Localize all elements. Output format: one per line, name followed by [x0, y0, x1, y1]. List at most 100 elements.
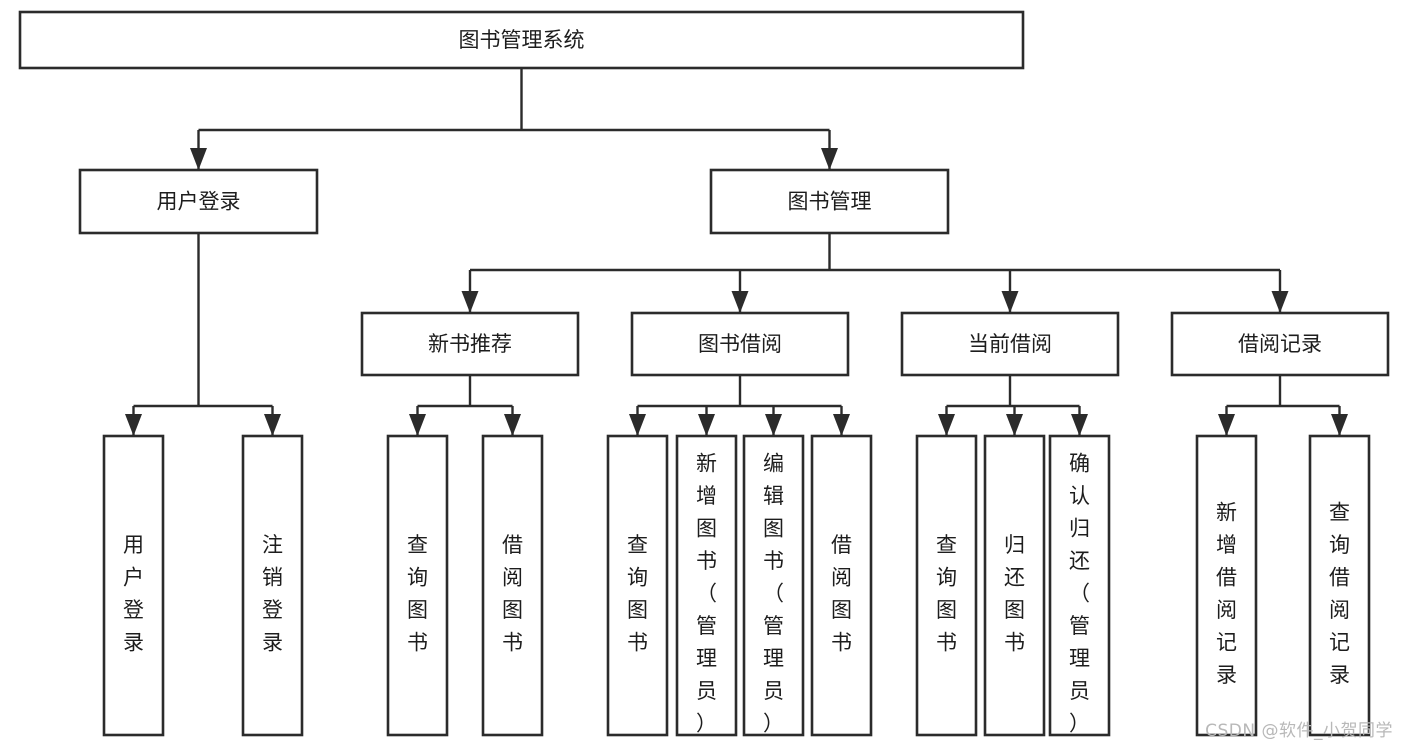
node-label-glyph: ） — [763, 712, 784, 736]
node-label: 用户登录 — [157, 190, 241, 214]
node-label-glyph: ） — [1069, 712, 1090, 736]
node-label-glyph: 阅 — [1329, 598, 1350, 622]
node-label-glyph: 询 — [1329, 533, 1350, 557]
node-label-glyph: 员 — [763, 679, 784, 703]
node-label-glyph: 销 — [262, 565, 283, 589]
node-label-glyph: 新 — [696, 452, 717, 476]
node-box[interactable] — [630, 311, 850, 377]
node-label-glyph: 注 — [262, 533, 283, 557]
node-label-glyph: 书 — [502, 630, 523, 654]
node-label-glyph: 查 — [407, 533, 428, 557]
node-box[interactable] — [78, 168, 319, 235]
node-box[interactable] — [102, 434, 165, 737]
arrow-head-icon — [629, 414, 646, 436]
arrow-head-icon — [1331, 414, 1348, 436]
arrow-head-icon — [1001, 291, 1019, 313]
node-layer: 图书管理系统用户登录图书管理用户登录注销登录新书推荐查询图书借阅图书图书借阅查询… — [18, 10, 1390, 737]
node-label-glyph: 员 — [696, 679, 717, 703]
node-box[interactable] — [742, 434, 805, 737]
node-box[interactable] — [709, 168, 950, 235]
node-leaf[interactable]: 查询图书 — [386, 434, 449, 737]
node-box[interactable] — [1048, 434, 1111, 737]
node-label: 查询图书 — [407, 533, 428, 655]
node-label-glyph: 询 — [627, 565, 648, 589]
node-root-system[interactable]: 图书管理系统 — [18, 10, 1025, 70]
node-label: 借阅图书 — [502, 533, 523, 655]
node-label-glyph: 图 — [407, 598, 428, 622]
node-level2[interactable]: 用户登录 — [78, 168, 319, 235]
node-label-glyph: ） — [696, 712, 717, 736]
node-label-glyph: 查 — [936, 533, 957, 557]
node-label-glyph: 阅 — [831, 565, 852, 589]
arrow-head-icon — [821, 148, 838, 170]
node-level3[interactable]: 当前借阅 — [900, 311, 1120, 377]
node-label: 借阅记录 — [1238, 332, 1322, 356]
node-box[interactable] — [1195, 434, 1258, 737]
node-level2[interactable]: 图书管理 — [709, 168, 950, 235]
node-box[interactable] — [900, 311, 1120, 377]
node-label-glyph: 登 — [123, 598, 144, 622]
arrow-head-icon — [1006, 414, 1023, 436]
node-leaf[interactable]: 查询图书 — [915, 434, 978, 737]
node-leaf[interactable]: 编辑图书（管理员） — [742, 434, 805, 737]
node-leaf[interactable]: 注销登录 — [241, 434, 304, 737]
node-label-glyph: 记 — [1329, 630, 1350, 654]
node-box[interactable] — [241, 434, 304, 737]
node-level3[interactable]: 图书借阅 — [630, 311, 850, 377]
node-label-glyph: （ — [1069, 582, 1090, 606]
node-label: 图书管理系统 — [459, 28, 585, 52]
node-label-glyph: 辑 — [763, 484, 784, 508]
node-label-glyph: 录 — [1216, 663, 1237, 687]
node-box[interactable] — [360, 311, 580, 377]
node-label-glyph: 借 — [1216, 565, 1237, 589]
node-label-glyph: 录 — [262, 630, 283, 654]
arrow-head-icon — [1271, 291, 1289, 313]
node-label-glyph: 管 — [763, 614, 784, 638]
node-leaf[interactable]: 查询借阅记录 — [1308, 434, 1371, 737]
node-leaf[interactable]: 借阅图书 — [810, 434, 873, 737]
node-label-glyph: 图 — [696, 517, 717, 541]
node-box[interactable] — [915, 434, 978, 737]
node-box[interactable] — [606, 434, 669, 737]
node-label-glyph: 归 — [1004, 533, 1025, 557]
node-box[interactable] — [1308, 434, 1371, 737]
node-label-glyph: 户 — [123, 565, 144, 589]
node-leaf[interactable]: 查询图书 — [606, 434, 669, 737]
node-label-glyph: 理 — [1069, 647, 1090, 671]
node-label-glyph: 书 — [831, 630, 852, 654]
node-label-glyph: 图 — [936, 598, 957, 622]
node-box[interactable] — [675, 434, 738, 737]
node-box[interactable] — [983, 434, 1046, 737]
node-label-glyph: 借 — [831, 533, 852, 557]
node-label-glyph: （ — [763, 582, 784, 606]
node-label-glyph: 登 — [262, 598, 283, 622]
node-label-glyph: 增 — [696, 484, 717, 508]
node-leaf[interactable]: 新增借阅记录 — [1195, 434, 1258, 737]
node-box[interactable] — [481, 434, 544, 737]
node-leaf[interactable]: 确认归还（管理员） — [1048, 434, 1111, 737]
node-label-glyph: 询 — [407, 565, 428, 589]
arrow-head-icon — [409, 414, 426, 436]
node-label-glyph: 书 — [936, 630, 957, 654]
node-leaf[interactable]: 借阅图书 — [481, 434, 544, 737]
node-label-glyph: 录 — [1329, 663, 1350, 687]
node-leaf[interactable]: 用户登录 — [102, 434, 165, 737]
node-box[interactable] — [18, 10, 1025, 70]
node-label-glyph: 还 — [1004, 565, 1025, 589]
node-label-glyph: 还 — [1069, 549, 1090, 573]
node-label-glyph: 理 — [763, 647, 784, 671]
node-label-glyph: 新 — [1216, 500, 1237, 524]
node-label: 新增图书（管理员） — [696, 452, 717, 736]
node-level3[interactable]: 新书推荐 — [360, 311, 580, 377]
node-label-glyph: 阅 — [1216, 598, 1237, 622]
node-box[interactable] — [1170, 311, 1390, 377]
node-box[interactable] — [810, 434, 873, 737]
node-label-glyph: 查 — [627, 533, 648, 557]
node-level3[interactable]: 借阅记录 — [1170, 311, 1390, 377]
node-label-glyph: 询 — [936, 565, 957, 589]
node-leaf[interactable]: 归还图书 — [983, 434, 1046, 737]
node-label-glyph: 图 — [763, 517, 784, 541]
node-leaf[interactable]: 新增图书（管理员） — [675, 434, 738, 737]
node-box[interactable] — [386, 434, 449, 737]
